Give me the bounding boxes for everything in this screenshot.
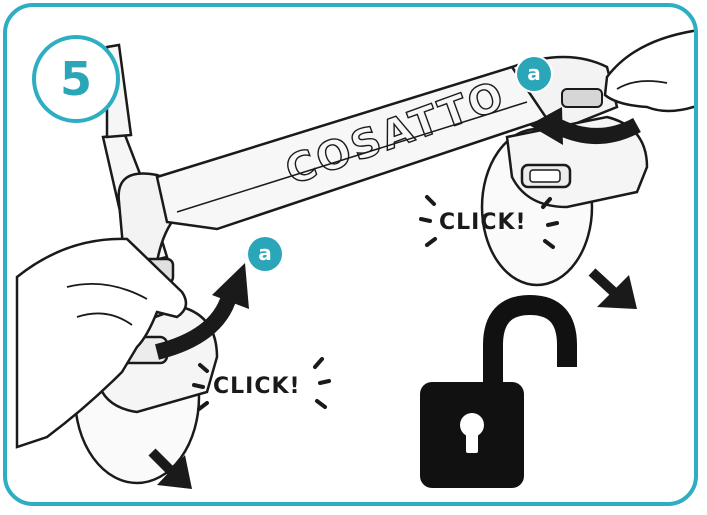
click-text-right: CLICK!: [439, 210, 527, 235]
step-number: 5: [59, 52, 92, 106]
down-arrow-left: [148, 448, 176, 476]
stroller-illustration: COSATTO: [15, 29, 694, 489]
right-hand: [603, 29, 694, 113]
callout-a-right: a: [517, 57, 551, 91]
right-collar: [561, 88, 603, 108]
rotate-arrowhead-left: [212, 263, 249, 309]
unlocked-padlock-icon: [420, 294, 577, 488]
click-burst-right: [419, 195, 559, 249]
callout-a-left-label: a: [258, 241, 272, 265]
down-arrow-right: [588, 268, 621, 299]
instruction-panel: COSATTO: [3, 3, 698, 506]
rotate-arrow-right: [551, 117, 641, 144]
callout-a-left: a: [248, 237, 282, 271]
step-number-badge: 5: [32, 35, 120, 123]
rotate-arrow-left: [154, 294, 237, 360]
rotate-arrowhead-right: [529, 107, 563, 145]
click-burst-left: [192, 357, 331, 411]
click-text-left: CLICK!: [213, 374, 301, 399]
callout-a-right-label: a: [527, 61, 541, 85]
left-hand: [15, 237, 188, 449]
